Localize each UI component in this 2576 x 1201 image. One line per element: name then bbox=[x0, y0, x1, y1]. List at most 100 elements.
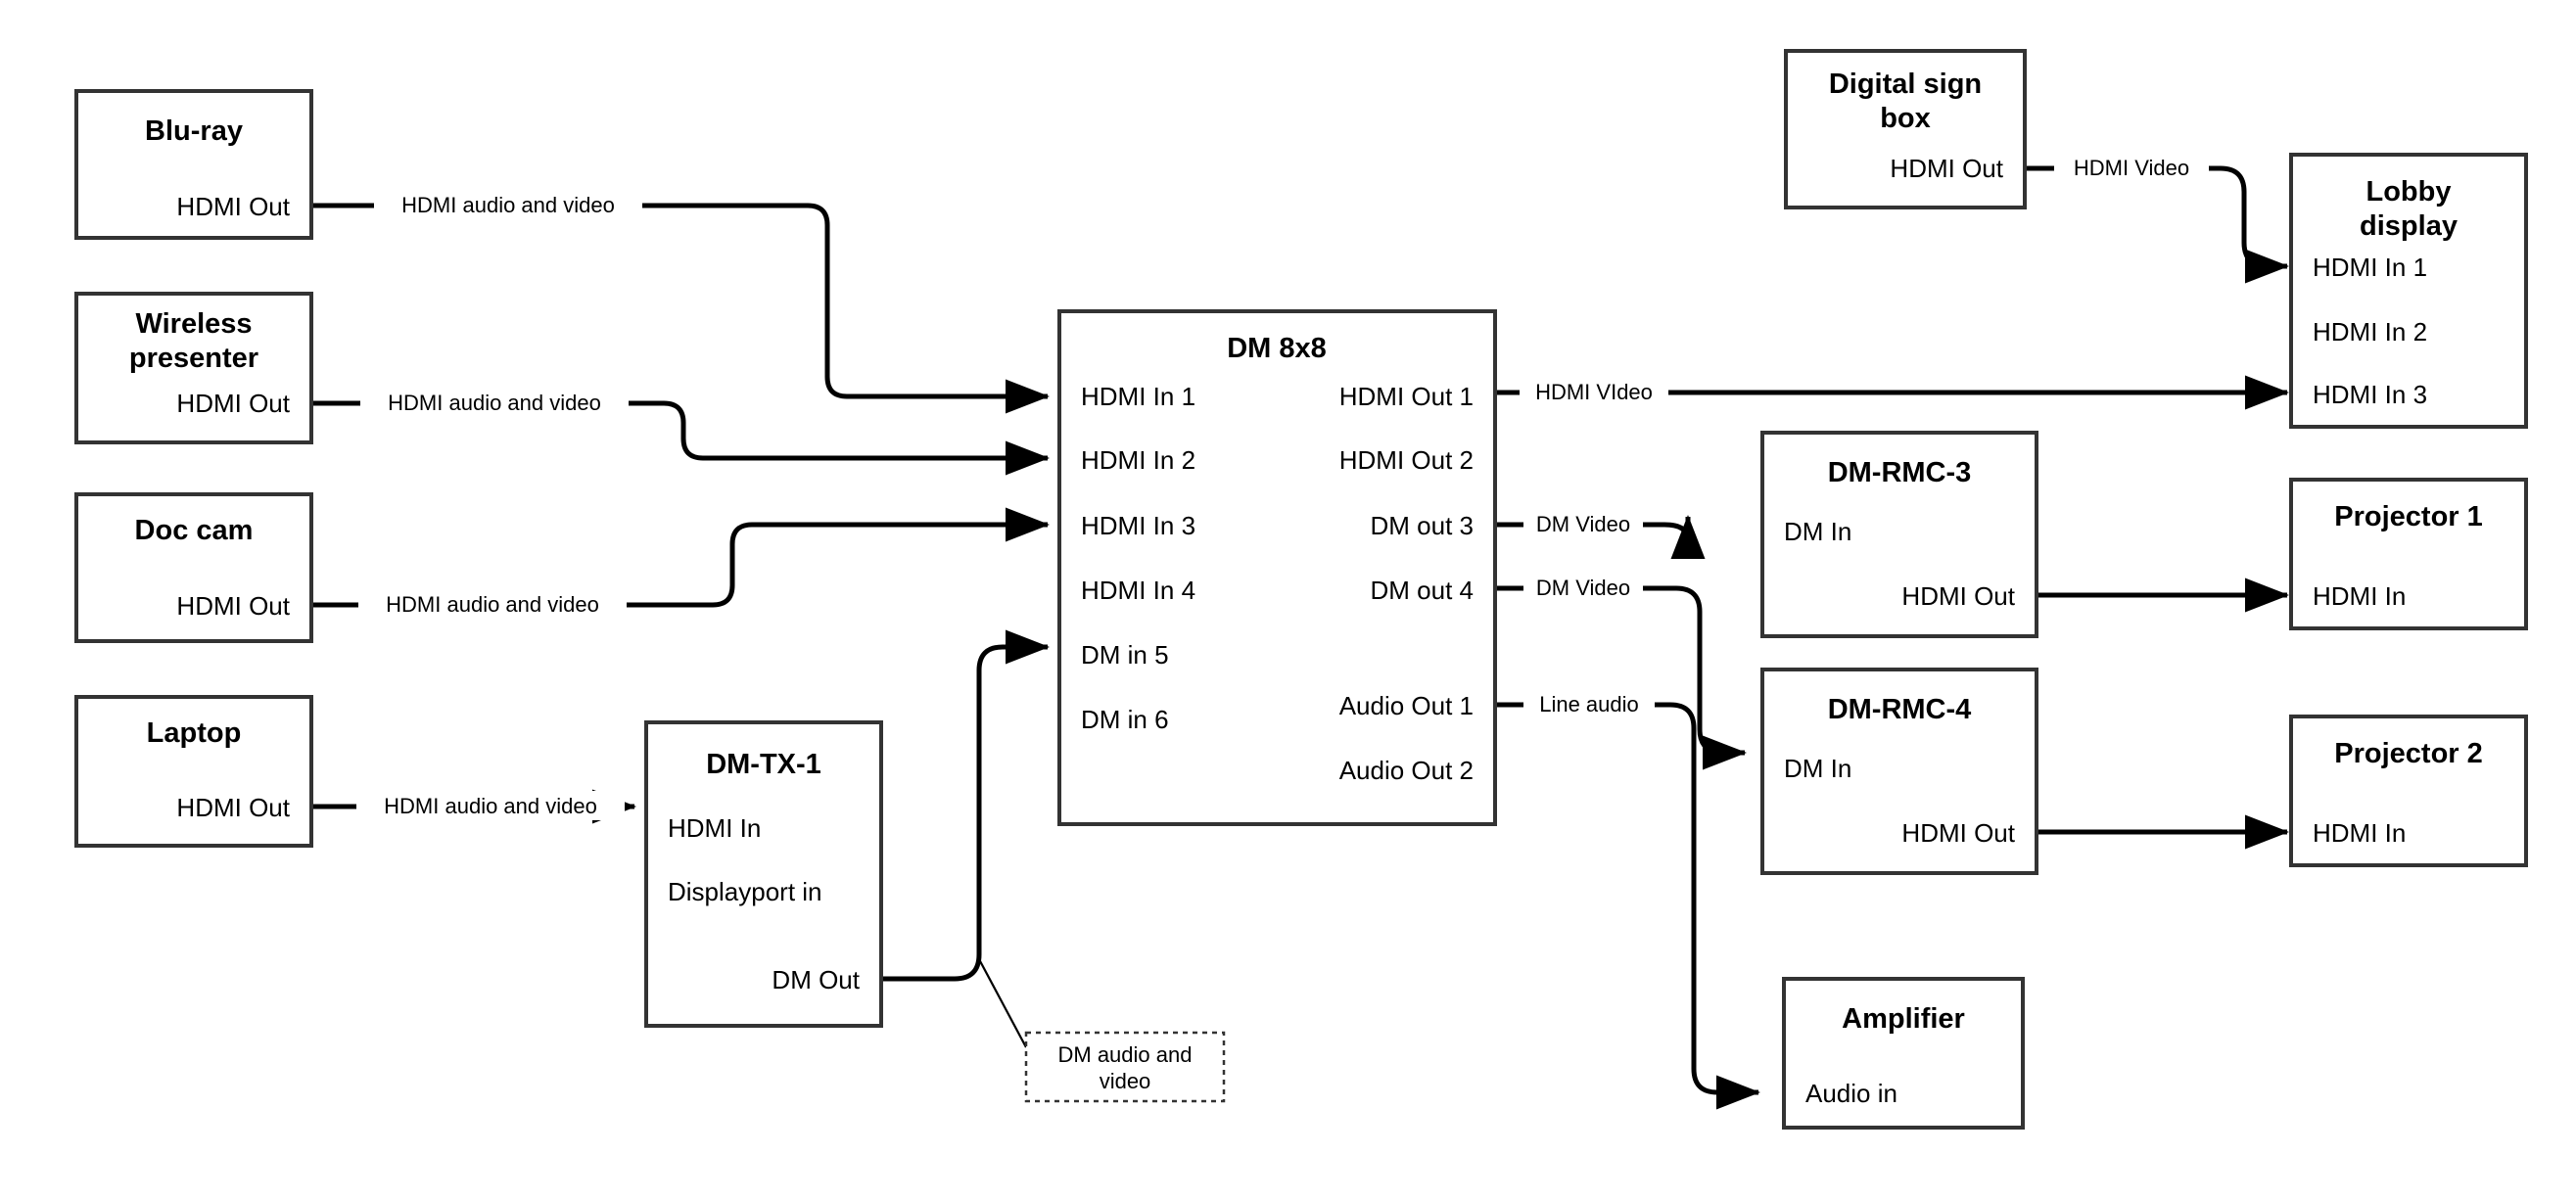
leader-line-dm-audio-video-callout bbox=[978, 958, 1027, 1048]
node-dm-rmc-3[interactable]: DM-RMC-3 DM In HDMI Out bbox=[1760, 431, 2038, 638]
dm-8x8-output-dm-out-4: DM out 4 bbox=[1371, 576, 1475, 605]
projector-2-box[interactable] bbox=[2289, 715, 2528, 867]
dm-8x8-output-hdmi-out-1: HDMI Out 1 bbox=[1339, 382, 1474, 411]
bluray-port-hdmi-out: HDMI Out bbox=[176, 192, 290, 221]
laptop-port-hdmi-out: HDMI Out bbox=[176, 793, 290, 822]
label-bg-dmout4 bbox=[1523, 573, 1643, 602]
node-doc-cam[interactable]: Doc cam HDMI Out bbox=[74, 492, 313, 643]
dm-8x8-box[interactable] bbox=[1057, 309, 1497, 826]
dm-tx-1-title: DM-TX-1 bbox=[706, 749, 821, 780]
wire-dm8x8-dmout4-to-rmc4-dm-in bbox=[1495, 585, 1747, 770]
projector-1-box[interactable] bbox=[2289, 478, 2528, 630]
amplifier-title: Amplifier bbox=[1842, 1003, 1965, 1035]
edge-label-laptop-to-tx1: HDMI audio and video bbox=[384, 794, 597, 818]
wireless-presenter-title-line2: presenter bbox=[129, 343, 258, 374]
wire-dm8x8-dmout3-to-rmc3-dm-in bbox=[1495, 515, 1706, 560]
node-dm-8x8[interactable]: DM 8x8 HDMI In 1 HDMI In 2 HDMI In 3 HDM… bbox=[1057, 309, 1497, 826]
digital-sign-port-hdmi-out: HDMI Out bbox=[1890, 154, 2003, 183]
label-bg-hdmiout1 bbox=[1520, 377, 1668, 406]
node-dm-rmc-4[interactable]: DM-RMC-4 DM In HDMI Out bbox=[1760, 668, 2038, 875]
edge-label-group: HDMI audio and video HDMI audio and vide… bbox=[356, 153, 2209, 820]
label-bg-doccam bbox=[358, 589, 627, 619]
wire-doccam-to-dm8x8-in3 bbox=[311, 507, 1050, 608]
node-projector-1[interactable]: Projector 1 HDMI In bbox=[2289, 478, 2528, 630]
dm-8x8-input-dm-in-6: DM in 6 bbox=[1081, 705, 1169, 734]
dm-rmc-4-port-dm-in: DM In bbox=[1784, 754, 1851, 783]
projector-2-port-hdmi-in: HDMI In bbox=[2313, 818, 2406, 848]
laptop-box[interactable] bbox=[74, 695, 313, 848]
dm-tx-1-box[interactable] bbox=[644, 720, 883, 1028]
edge-label-wireless-to-in2: HDMI audio and video bbox=[388, 391, 601, 415]
callout-dm-audio-video-line2: video bbox=[1100, 1069, 1151, 1093]
label-bg-bluray bbox=[374, 190, 642, 219]
dm-tx-1-port-displayport-in: Displayport in bbox=[668, 877, 822, 906]
node-amplifier[interactable]: Amplifier Audio in bbox=[1782, 977, 2025, 1130]
amplifier-port-audio-in: Audio in bbox=[1805, 1079, 1897, 1108]
label-bg-dmout3 bbox=[1523, 509, 1643, 538]
dm-rmc-4-box[interactable] bbox=[1760, 668, 2038, 875]
lobby-display-title-line2: display bbox=[2360, 210, 2458, 242]
dm-8x8-title: DM 8x8 bbox=[1227, 333, 1327, 364]
wireless-presenter-port-hdmi-out: HDMI Out bbox=[176, 389, 290, 418]
node-projector-2[interactable]: Projector 2 HDMI In bbox=[2289, 715, 2528, 867]
label-bg-laptop bbox=[356, 791, 625, 820]
node-wireless-presenter[interactable]: Wireless presenter HDMI Out bbox=[74, 292, 313, 444]
wire-wireless-to-dm8x8-in2 bbox=[311, 400, 1050, 476]
node-lobby-display[interactable]: Lobby display HDMI In 1 HDMI In 2 HDMI I… bbox=[2289, 153, 2528, 429]
laptop-title: Laptop bbox=[147, 717, 242, 749]
callout-dm-audio-and-video: DM audio and video bbox=[1024, 1031, 1226, 1103]
dm-tx-1-port-dm-out: DM Out bbox=[772, 965, 860, 994]
dm-8x8-input-hdmi-in-1: HDMI In 1 bbox=[1081, 382, 1195, 411]
bluray-title: Blu-ray bbox=[145, 115, 243, 147]
digital-sign-box[interactable] bbox=[1784, 49, 2027, 209]
dm-rmc-4-title: DM-RMC-4 bbox=[1828, 694, 1972, 725]
edge-label-dmout3-to-rmc3: DM Video bbox=[1536, 512, 1630, 536]
node-digital-sign-box[interactable]: Digital sign box HDMI Out bbox=[1784, 49, 2027, 209]
dm-8x8-input-hdmi-in-4: HDMI In 4 bbox=[1081, 576, 1195, 605]
edge-label-dmout4-to-rmc4: DM Video bbox=[1536, 576, 1630, 600]
dm-8x8-output-dm-out-3: DM out 3 bbox=[1371, 511, 1475, 540]
wireless-presenter-title-line1: Wireless bbox=[135, 308, 252, 340]
wireless-presenter-box[interactable] bbox=[74, 292, 313, 444]
node-bluray[interactable]: Blu-ray HDMI Out bbox=[74, 89, 313, 240]
doc-cam-title: Doc cam bbox=[135, 515, 254, 546]
doc-cam-box[interactable] bbox=[74, 492, 313, 643]
label-bg-wireless bbox=[360, 388, 629, 417]
node-laptop[interactable]: Laptop HDMI Out bbox=[74, 695, 313, 848]
projector-1-title: Projector 1 bbox=[2334, 501, 2483, 532]
dm-tx-1-port-hdmi-in: HDMI In bbox=[668, 813, 761, 843]
dm-rmc-3-port-dm-in: DM In bbox=[1784, 517, 1851, 546]
dm-rmc-3-box[interactable] bbox=[1760, 431, 2038, 638]
dm-8x8-input-hdmi-in-3: HDMI In 3 bbox=[1081, 511, 1195, 540]
dm-8x8-input-hdmi-in-2: HDMI In 2 bbox=[1081, 445, 1195, 475]
lobby-display-port-hdmi-in-3: HDMI In 3 bbox=[2313, 380, 2427, 409]
dm-8x8-output-hdmi-out-2: HDMI Out 2 bbox=[1339, 445, 1474, 475]
callout-dm-audio-video-line1: DM audio and bbox=[1058, 1042, 1193, 1067]
lobby-display-port-hdmi-in-2: HDMI In 2 bbox=[2313, 317, 2427, 346]
dm-rmc-4-port-hdmi-out: HDMI Out bbox=[1901, 818, 2015, 848]
edge-label-hdmiout1-to-lobby: HDMI VIdeo bbox=[1535, 380, 1653, 404]
wire-digitalsign-to-lobby-hdmi-in1 bbox=[2025, 165, 2289, 284]
bluray-box[interactable] bbox=[74, 89, 313, 240]
digital-sign-title-line1: Digital sign bbox=[1829, 69, 1982, 100]
node-dm-tx-1[interactable]: DM-TX-1 HDMI In Displayport in DM Out bbox=[644, 720, 883, 1028]
projector-1-port-hdmi-in: HDMI In bbox=[2313, 581, 2406, 611]
digital-sign-title-line2: box bbox=[1880, 103, 1931, 134]
edge-label-sign-to-lobby: HDMI Video bbox=[2074, 156, 2189, 180]
lobby-display-box[interactable] bbox=[2289, 153, 2528, 429]
label-bg-sign bbox=[2054, 153, 2209, 182]
amplifier-box[interactable] bbox=[1782, 977, 2025, 1130]
dm-8x8-output-audio-out-2: Audio Out 2 bbox=[1339, 756, 1474, 785]
label-bg-audioout1 bbox=[1523, 689, 1655, 718]
dm-rmc-3-port-hdmi-out: HDMI Out bbox=[1901, 581, 2015, 611]
wire-bluray-to-dm8x8-in1 bbox=[311, 203, 1050, 414]
dm-rmc-3-title: DM-RMC-3 bbox=[1828, 457, 1972, 488]
edge-label-audioout1-to-amp: Line audio bbox=[1539, 692, 1639, 716]
callout-dm-audio-video-box bbox=[1024, 1031, 1226, 1103]
edge-label-doccam-to-in3: HDMI audio and video bbox=[386, 592, 599, 617]
projector-2-title: Projector 2 bbox=[2334, 738, 2483, 769]
lobby-display-port-hdmi-in-1: HDMI In 1 bbox=[2313, 253, 2427, 282]
wire-dm8x8-audioout1-to-amplifier bbox=[1495, 702, 1760, 1110]
